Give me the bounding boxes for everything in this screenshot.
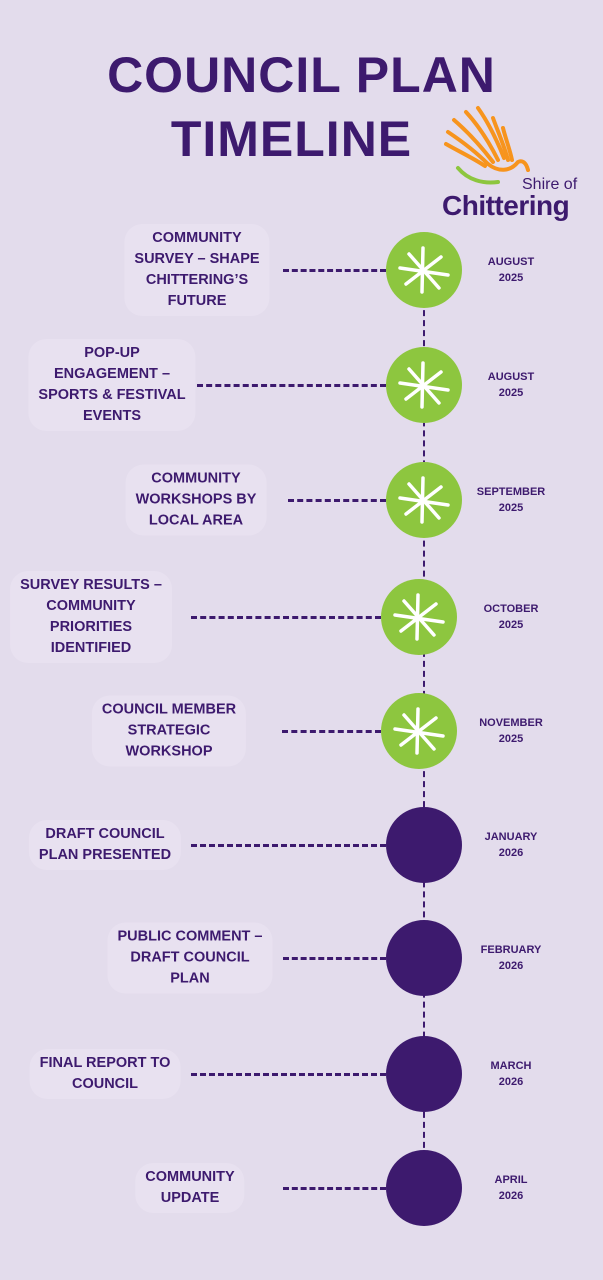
connector-line (283, 957, 386, 960)
upcoming-milestone-marker (386, 1150, 462, 1226)
page-title-line1: COUNCIL PLAN (107, 47, 496, 103)
milestone-label: DRAFT COUNCIL PLAN PRESENTED (28, 820, 182, 870)
starburst-icon (398, 361, 450, 409)
connector-line (197, 384, 386, 387)
milestone-label: SURVEY RESULTS – COMMUNITY PRIORITIES ID… (10, 571, 172, 663)
milestone-label: PUBLIC COMMENT – DRAFT COUNCIL PLAN (107, 922, 273, 994)
starburst-icon (398, 476, 450, 524)
milestone-date: JANUARY 2026 (484, 831, 538, 859)
bird-icon (444, 106, 530, 185)
completed-milestone-marker (381, 579, 457, 655)
starburst-icon (393, 593, 445, 641)
milestone-label: FINAL REPORT TO COUNCIL (29, 1049, 181, 1099)
milestone-date: SEPTEMBER 2025 (476, 486, 546, 514)
connector-line (191, 1073, 386, 1076)
shire-of-chittering-logo (438, 100, 588, 225)
connector-line (283, 1187, 386, 1190)
milestone-label: COMMUNITY WORKSHOPS BY LOCAL AREA (125, 464, 267, 536)
milestone-date: AUGUST 2025 (487, 371, 535, 399)
completed-milestone-marker (386, 347, 462, 423)
connector-line (282, 730, 381, 733)
starburst-icon (398, 246, 450, 294)
starburst-icon (393, 707, 445, 755)
page-title-line2: TIMELINE (170, 111, 413, 167)
upcoming-milestone-marker (386, 920, 462, 996)
milestone-date: AUGUST 2025 (487, 256, 535, 284)
milestone-label: POP-UP ENGAGEMENT – SPORTS & FESTIVAL EV… (28, 339, 196, 431)
completed-milestone-marker (386, 462, 462, 538)
milestone-label: COUNCIL MEMBER STRATEGIC WORKSHOP (91, 695, 247, 767)
milestone-date: FEBRUARY 2026 (480, 944, 542, 972)
connector-line (283, 269, 386, 272)
completed-milestone-marker (381, 693, 457, 769)
completed-milestone-marker (386, 232, 462, 308)
milestone-label: COMMUNITY SURVEY – SHAPE CHITTERING’S FU… (124, 224, 270, 316)
milestone-date: NOVEMBER 2025 (479, 717, 543, 745)
milestone-label: COMMUNITY UPDATE (135, 1163, 245, 1213)
milestone-date: OCTOBER 2025 (483, 603, 539, 631)
upcoming-milestone-marker (386, 1036, 462, 1112)
connector-line (288, 499, 386, 502)
connector-line (191, 616, 381, 619)
logo-text-shire-of: Shire of (522, 176, 578, 193)
connector-line (191, 844, 386, 847)
milestone-date: APRIL 2026 (494, 1174, 528, 1202)
logo-text-chittering: Chittering (442, 190, 570, 221)
upcoming-milestone-marker (386, 807, 462, 883)
milestone-date: MARCH 2026 (490, 1060, 532, 1088)
